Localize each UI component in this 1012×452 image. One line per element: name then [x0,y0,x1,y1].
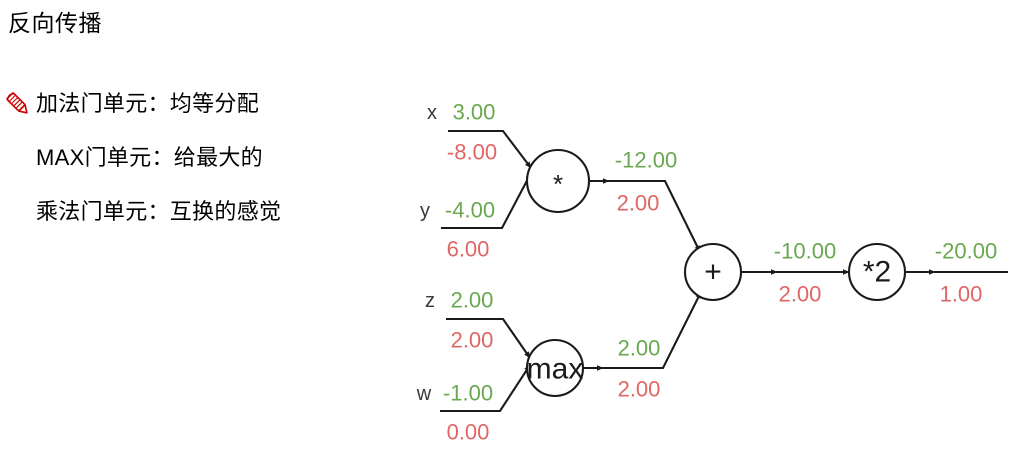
page-title: 反向传播 [8,10,102,36]
list-item: 加法门单元：均等分配 [4,88,404,142]
input-z-gradient-value: 2.00 [451,328,494,353]
edge-max-forward-value: 2.00 [618,336,661,361]
edge-add-forward-value: -10.00 [774,239,836,264]
edge-max-to-add [583,291,702,370]
edge-max-gradient-value: 2.00 [618,377,661,402]
input-label-z: z [425,290,435,312]
list-item: 乘法门单元：互换的感觉 [4,196,404,250]
input-x-forward-value: 3.00 [453,100,496,125]
edge-final-forward-value: -20.00 [935,239,997,264]
pencil-icon [4,89,32,119]
edge-final-gradient-value: 1.00 [940,282,983,307]
node-add-label: + [704,256,722,289]
list-item-label: 乘法门单元：互换的感觉 [36,199,282,224]
node-max-label: max [527,353,584,386]
input-z-forward-value: 2.00 [451,288,494,313]
node-add[interactable] [683,242,743,302]
input-w-gradient-value: 0.00 [447,420,490,445]
node-mul[interactable] [525,148,591,214]
edge-w-to-max [440,364,531,413]
input-label-w: w [416,383,432,405]
node-mul2[interactable] [847,242,907,302]
edge-z-to-max [446,317,531,359]
node-mul2-label: *2 [863,256,891,289]
edge-y-to-mul [441,172,532,230]
list-item-label: 加法门单元：均等分配 [36,91,260,116]
edge-add-gradient-value: 2.00 [779,282,822,307]
list-item-label: MAX门单元：给最大的 [36,145,263,170]
list-item: MAX门单元：给最大的 [4,142,404,196]
input-x-gradient-value: -8.00 [447,140,497,165]
input-label-y: y [420,200,430,222]
input-y-forward-value: -4.00 [445,198,495,223]
input-label-x: x [427,102,437,124]
edge-mul-to-add [589,179,701,253]
input-w-forward-value: -1.00 [443,381,493,406]
input-y-gradient-value: 6.00 [447,237,490,262]
node-mul-label: * [553,169,563,199]
bullet-list: 加法门单元：均等分配 MAX门单元：给最大的 乘法门单元：互换的感觉 [4,88,404,250]
node-max[interactable] [525,338,585,398]
edge-mul-forward-value: -12.00 [615,148,677,173]
edge-x-to-mul [448,129,532,169]
edge-mul-gradient-value: 2.00 [617,191,660,216]
